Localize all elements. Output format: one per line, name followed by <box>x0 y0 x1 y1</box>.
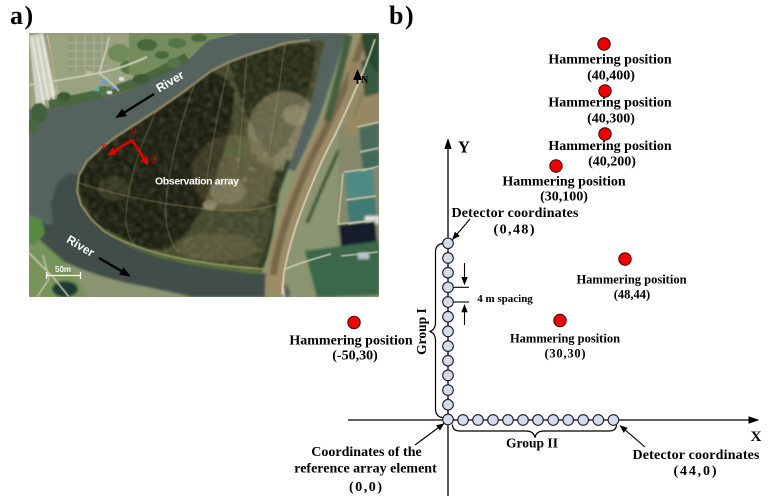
svg-text:y: y <box>152 152 158 164</box>
svg-text:Coordinates of the: Coordinates of the <box>311 445 421 460</box>
svg-text:50m: 50m <box>55 265 71 274</box>
svg-text:(40,200): (40,200) <box>588 155 636 170</box>
svg-text:Hammering position: Hammering position <box>548 53 671 68</box>
svg-text:(40,300): (40,300) <box>587 112 635 127</box>
svg-text:N: N <box>361 75 369 86</box>
svg-text:o: o <box>131 125 137 137</box>
svg-text:(30,30): (30,30) <box>545 347 586 361</box>
svg-text:Detector coordinates: Detector coordinates <box>633 448 761 463</box>
svg-text:x: x <box>101 140 107 152</box>
svg-text:reference array element: reference array element <box>294 462 437 477</box>
svg-text:Hammering position: Hammering position <box>502 175 625 190</box>
svg-text:(30,100): (30,100) <box>540 190 588 205</box>
svg-text:Hammering position: Hammering position <box>548 139 671 154</box>
svg-text:Y: Y <box>458 138 470 157</box>
svg-text:(48,44): (48,44) <box>614 288 650 302</box>
svg-text:Hammering position: Hammering position <box>548 96 671 111</box>
svg-text:Group II: Group II <box>506 436 558 451</box>
svg-text:Group I: Group I <box>414 308 429 355</box>
svg-text:Hammering position: Hammering position <box>289 334 412 349</box>
svg-text:(-50,30): (-50,30) <box>332 349 378 364</box>
svg-text:Observation array: Observation array <box>155 176 239 188</box>
svg-text:Hammering position: Hammering position <box>576 273 686 287</box>
svg-text:X: X <box>751 429 762 445</box>
svg-text:(44,0): (44,0) <box>674 464 717 479</box>
svg-text:(40,400): (40,400) <box>587 69 635 84</box>
svg-text:Detector coordinates: Detector coordinates <box>452 206 580 221</box>
svg-text:4 m spacing: 4 m spacing <box>477 293 533 305</box>
svg-text:(0,0): (0,0) <box>349 480 382 495</box>
svg-text:(0,48): (0,48) <box>494 223 535 238</box>
svg-text:Hammering position: Hammering position <box>510 332 620 346</box>
